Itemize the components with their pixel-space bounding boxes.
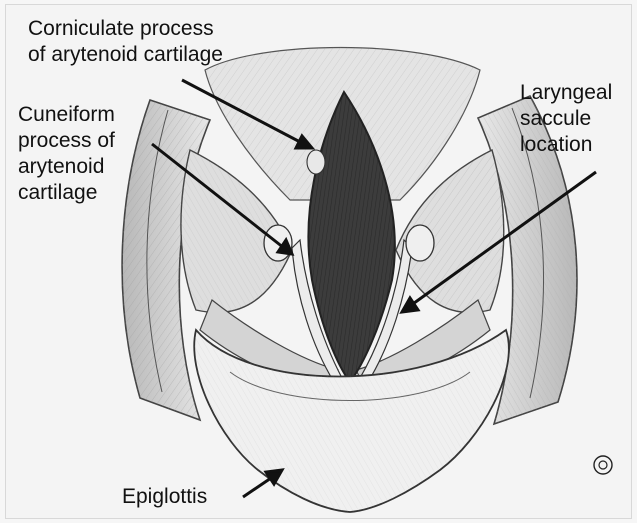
label-laryngeal-line2: saccule (520, 106, 612, 132)
label-epiglottis: Epiglottis (122, 484, 207, 510)
label-laryngeal-line3: location (520, 132, 612, 158)
label-cuneiform-line3: arytenoid (18, 154, 115, 180)
label-laryngeal-line1: Laryngeal (520, 80, 612, 106)
label-corniculate-line2: of arytenoid cartilage (28, 42, 223, 68)
label-cuneiform-process: Cuneiform process of arytenoid cartilage (18, 102, 115, 206)
label-corniculate-process: Corniculate process of arytenoid cartila… (28, 16, 223, 68)
label-cuneiform-line2: process of (18, 128, 115, 154)
label-laryngeal-saccule: Laryngeal saccule location (520, 80, 612, 158)
label-cuneiform-line1: Cuneiform (18, 102, 115, 128)
label-corniculate-line1: Corniculate process (28, 16, 223, 42)
artist-seal-icon (594, 456, 612, 474)
label-cuneiform-line4: cartilage (18, 180, 115, 206)
